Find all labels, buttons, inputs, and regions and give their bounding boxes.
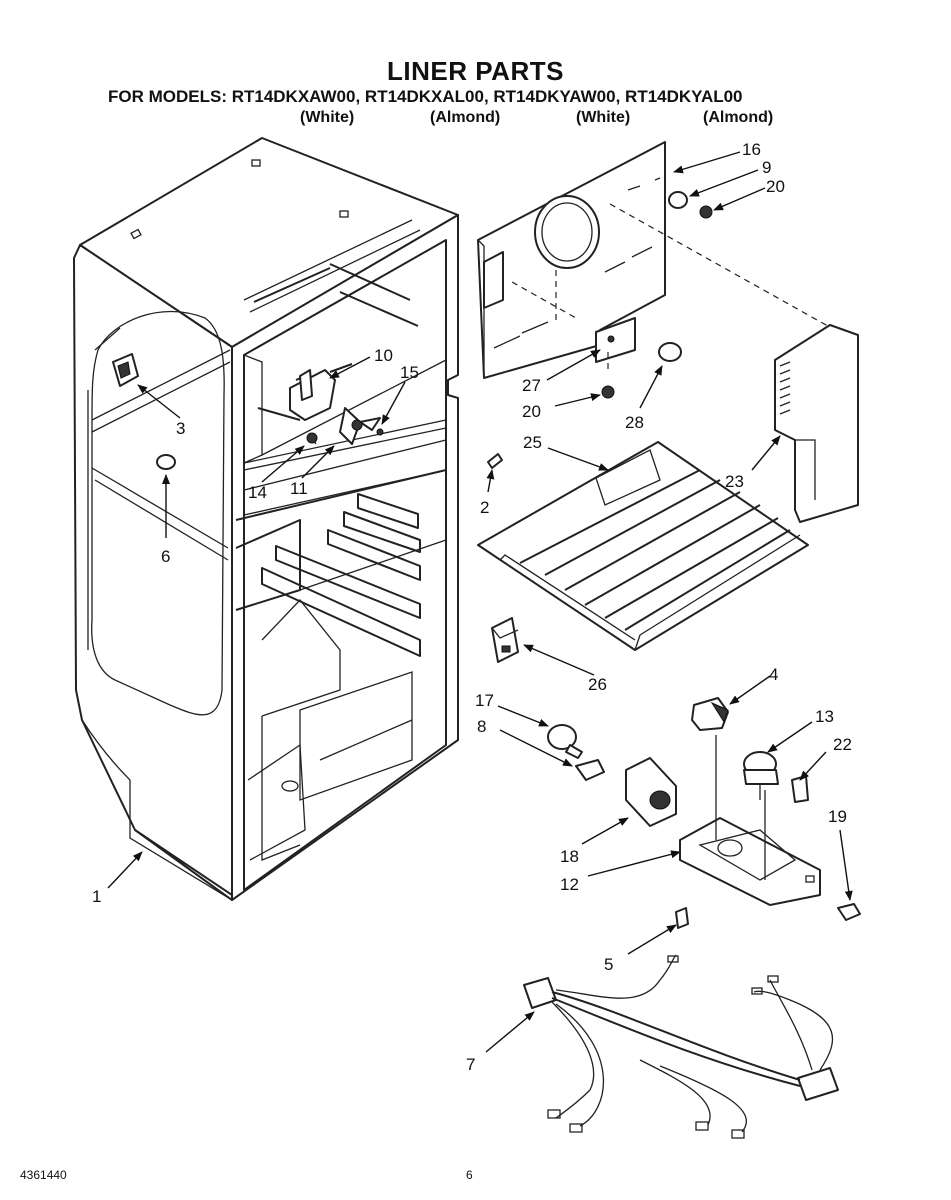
socket-8	[575, 759, 605, 781]
callout-22: 22	[833, 735, 852, 754]
screw-14-head	[306, 432, 318, 444]
finish-label-1: (White)	[300, 109, 355, 126]
callout-14: 14	[248, 483, 267, 502]
wire-harness	[523, 954, 839, 1139]
grommet-9	[668, 191, 688, 209]
freezer-shelf	[477, 441, 809, 651]
leader-arrows	[107, 151, 853, 1053]
callout-23: 23	[725, 472, 744, 491]
screw-20-mid	[601, 385, 615, 399]
callout-9: 9	[762, 158, 771, 177]
callout-27: 27	[522, 376, 541, 395]
thermostat-13	[743, 751, 779, 785]
screw-20-top	[699, 205, 713, 219]
finish-label-4: (Almond)	[703, 109, 774, 126]
vent-duct	[774, 324, 859, 523]
finish-label-3: (White)	[576, 109, 631, 126]
callout-6: 6	[161, 547, 170, 566]
callout-26: 26	[588, 675, 607, 694]
callout-7: 7	[466, 1055, 475, 1074]
callout-20-top: 20	[766, 177, 785, 196]
callout-13: 13	[815, 707, 834, 726]
callout-numbers: 16 9 20 10 15 3 6 14 11 27 20 28 25 2 23…	[92, 140, 852, 1074]
callout-18: 18	[560, 847, 579, 866]
callout-2: 2	[480, 498, 489, 517]
housing-18	[625, 757, 677, 827]
light-socket	[691, 697, 729, 731]
control-housing-12	[679, 735, 821, 906]
callout-15: 15	[400, 363, 419, 382]
bulb-17	[547, 724, 583, 759]
fan-blade	[339, 407, 381, 445]
callout-3: 3	[176, 419, 185, 438]
document-number: 4361440	[20, 1168, 67, 1182]
callout-17: 17	[475, 691, 494, 710]
callout-5: 5	[604, 955, 613, 974]
evaporator-cover	[477, 141, 666, 379]
screw-5	[675, 907, 689, 929]
callout-1: 1	[92, 887, 101, 906]
callout-25: 25	[523, 433, 542, 452]
callout-12: 12	[560, 875, 579, 894]
callout-4: 4	[769, 665, 778, 684]
callout-19: 19	[828, 807, 847, 826]
liner-cabinet	[73, 137, 459, 901]
clip-15	[376, 428, 384, 436]
light-switch-3	[112, 353, 139, 387]
models-line: FOR MODELS: RT14DKXAW00, RT14DKXAL00, RT…	[108, 87, 743, 106]
callout-11: 11	[290, 479, 308, 498]
callout-20-mid: 20	[522, 402, 541, 421]
callout-16: 16	[742, 140, 761, 159]
button-6	[156, 454, 176, 470]
callout-28: 28	[625, 413, 644, 432]
finish-label-2: (Almond)	[430, 109, 501, 126]
callout-10: 10	[374, 346, 393, 365]
block-26	[491, 617, 519, 663]
callout-8: 8	[477, 717, 486, 736]
page-title: LINER PARTS	[387, 56, 564, 86]
screw-2	[487, 453, 503, 469]
clip-19	[837, 903, 861, 921]
plug-28	[658, 342, 682, 362]
page-number: 6	[466, 1168, 473, 1182]
